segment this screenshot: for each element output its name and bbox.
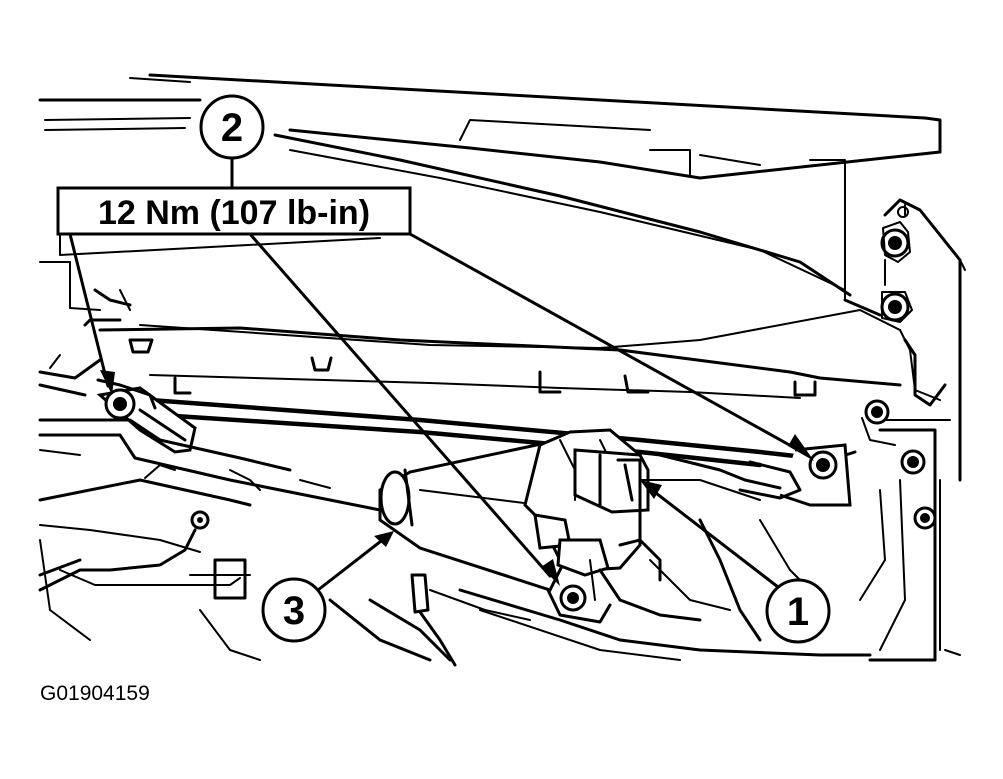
callout-3: 3 [261, 577, 327, 643]
callout-1-number: 1 [787, 590, 809, 634]
cowl-panel [39, 234, 947, 407]
leader-lines [68, 156, 814, 592]
callout-2: 2 [199, 94, 265, 160]
right-mounting-bolts [861, 221, 937, 530]
left-components [38, 354, 531, 667]
torque-spec-text: 12 Nm (107 lb-in) [98, 194, 370, 232]
windshield-cowl [38, 73, 942, 301]
wiper-linkage [96, 378, 857, 507]
callout-2-number: 2 [221, 106, 243, 150]
callout-3-number: 3 [283, 589, 305, 633]
right-body-structure [843, 198, 966, 662]
callout-1: 1 [765, 578, 831, 644]
torque-spec-box: 12 Nm (107 lb-in) [56, 186, 412, 236]
figure-id: G01904159 [40, 682, 150, 705]
